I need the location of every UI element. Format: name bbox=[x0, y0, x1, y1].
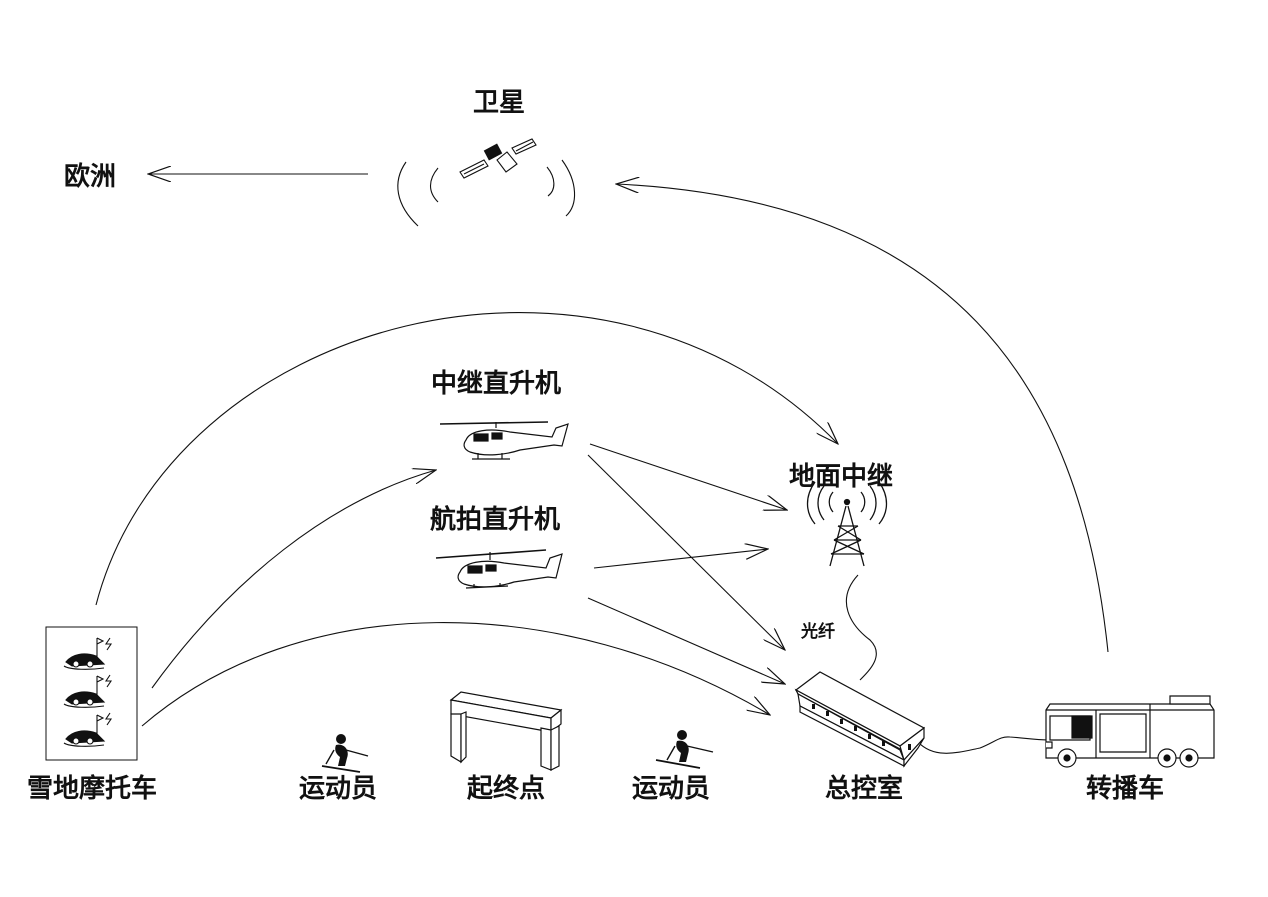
fiber-label: 光纤 bbox=[801, 622, 835, 642]
athlete-left-label: 运动员 bbox=[299, 774, 378, 804]
helicopter-icon bbox=[435, 549, 563, 589]
ob-van-icon bbox=[1045, 695, 1215, 768]
aerial-helicopter-label: 航拍直升机 bbox=[430, 505, 561, 535]
van-to-control-room-cable bbox=[917, 736, 1049, 754]
skier-icon bbox=[655, 730, 714, 769]
fiber-cable bbox=[845, 574, 877, 681]
ob-van-label: 转播车 bbox=[1086, 774, 1165, 804]
aerial-helicopter-to-control-room-arrow bbox=[587, 597, 785, 684]
control-room-building-icon bbox=[794, 671, 926, 768]
radio-tower-icon bbox=[806, 481, 888, 567]
snowmobile-label: 雪地摩托车 bbox=[27, 774, 158, 804]
helicopter-icon bbox=[439, 421, 569, 460]
start-finish-gate-icon bbox=[449, 691, 563, 771]
snowmobile-to-ground-relay-arrow bbox=[95, 312, 838, 606]
control-room-label: 总控室 bbox=[825, 774, 904, 804]
europe-label: 欧洲 bbox=[64, 162, 117, 192]
ground-relay-label: 地面中继 bbox=[789, 462, 894, 492]
aerial-helicopter-to-ground-relay-arrow bbox=[593, 549, 768, 569]
satellite-label: 卫星 bbox=[473, 88, 526, 118]
athlete-right-label: 运动员 bbox=[632, 774, 711, 804]
snowmobile-icon bbox=[45, 626, 138, 761]
relay-helicopter-label: 中继直升机 bbox=[431, 369, 562, 399]
relay-helicopter-to-ground-relay-arrow bbox=[589, 443, 787, 510]
ob-van-to-satellite-arrow bbox=[616, 184, 1109, 653]
start-finish-label: 起终点 bbox=[467, 774, 546, 804]
snowmobile-to-relay-helicopter-arrow bbox=[151, 470, 436, 689]
relay-helicopter-to-control-room-arrow bbox=[587, 454, 785, 650]
snowmobile-to-control-room-arrow bbox=[141, 622, 770, 727]
satellite-icon bbox=[397, 138, 576, 227]
skier-icon bbox=[321, 734, 369, 773]
